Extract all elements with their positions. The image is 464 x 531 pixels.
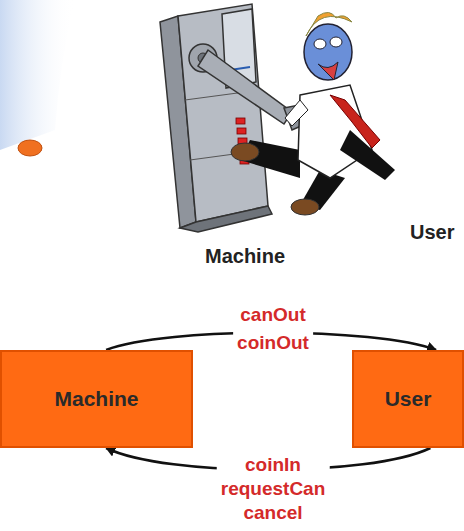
box-label: Machine bbox=[54, 387, 138, 411]
signal-label: canOut coinOut bbox=[233, 301, 313, 357]
corner-band bbox=[0, 0, 75, 150]
figure-caption: Machine bbox=[205, 245, 285, 268]
signal-label: coinIn requestCan cancel bbox=[217, 453, 330, 525]
figure-caption: User bbox=[410, 221, 454, 244]
process-box: User bbox=[352, 350, 464, 448]
bullet-dot bbox=[18, 140, 42, 156]
process-box: Machine bbox=[0, 350, 193, 448]
box-label: User bbox=[385, 387, 432, 411]
user-figure bbox=[231, 12, 395, 215]
